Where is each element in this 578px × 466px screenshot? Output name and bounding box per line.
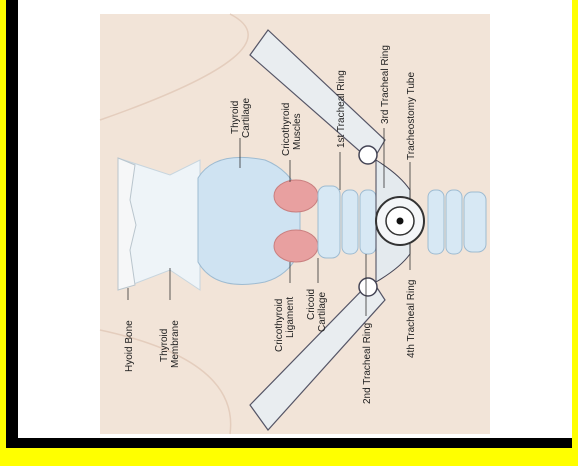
label-thyroid-cartilage-line1: Thyroid: [230, 101, 241, 134]
label-thyroid-membrane-line1: Thyroid: [159, 329, 170, 362]
hyoid-bone: [118, 158, 136, 290]
trachea-ring-1: [342, 190, 358, 254]
tracheostomy-tube-lumen: [397, 218, 404, 225]
trachea-ring-2: [360, 190, 376, 254]
label-3rd-tracheal-ring: 3rd Tracheal Ring: [380, 45, 391, 124]
trachea-ring-6: [446, 190, 462, 254]
thyroid-cartilage: [198, 157, 300, 284]
label-cricothyroid-ligament-line1: Cricothyroid: [274, 299, 285, 352]
label-hyoid-bone: Hyoid Bone: [124, 320, 135, 372]
cricoid-cartilage: [318, 186, 340, 258]
label-cricothyroid-muscles-line1: Cricothyroid: [281, 103, 292, 156]
label-thyroid-membrane-line2: Membrane: [170, 320, 181, 368]
trachea-ring-5: [428, 190, 444, 254]
label-cricoid-cartilage-line1: Cricoid: [306, 289, 317, 320]
label-cricothyroid-ligament-line2: Ligament: [285, 297, 296, 338]
label-4th-tracheal-ring: 4th Tracheal Ring: [406, 280, 417, 358]
cricothyroid-muscle-right: [274, 230, 318, 262]
trachea-ring-7: [464, 192, 486, 252]
retractor-hook-lower: [359, 278, 377, 296]
label-2nd-tracheal-ring: 2nd Tracheal Ring: [362, 323, 373, 404]
cricothyroid-muscle-left: [274, 180, 318, 212]
label-tracheostomy-tube: Tracheostomy Tube: [406, 72, 417, 160]
label-thyroid-cartilage-line2: Cartilage: [241, 98, 252, 138]
label-cricothyroid-muscles-line2: Muscles: [292, 113, 303, 150]
label-cricoid-cartilage-line2: Cartilage: [317, 292, 328, 332]
retractor-hook-upper: [359, 146, 377, 164]
label-1st-tracheal-ring: 1st Tracheal Ring: [336, 70, 347, 148]
